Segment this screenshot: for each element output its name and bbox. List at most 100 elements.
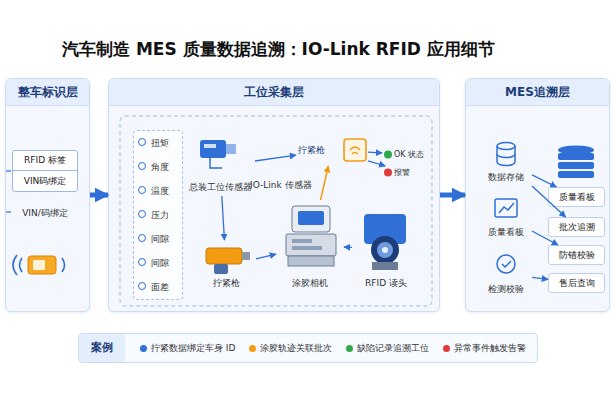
status-item: OK 状态 [382,148,432,161]
controller-icon [350,147,360,150]
legend-dot [346,345,353,352]
device-node: 拧紧枪 [196,240,256,292]
gluing-camera-icon [288,256,334,266]
tag-lead-line [6,211,11,212]
rfid-reader-icon [371,236,399,264]
panel-heading: MES追溯层 [466,79,609,106]
dashboard-icon [499,203,514,213]
function-box: 批次追溯 [548,217,605,237]
device-label: 检测校验 [488,283,524,298]
legend-text: 涂胶轨迹关联批次 [260,342,332,355]
signal-connector [222,196,225,240]
device-label: 数据存储 [488,171,524,186]
tag-lead-line [6,171,11,212]
function-text: 售后查询 [549,274,604,292]
layer-panel: 工位采集层扭矩角度温度压力间隙间隙面差总装工位传感器拧紧枪OK 状态报警涂胶相机… [108,78,440,312]
database-icon [558,153,594,160]
metric-bullet [139,163,146,170]
device-node: 涂胶相机 [276,200,344,292]
rfid-reader-icon [364,214,406,270]
metric-text: 间隙 [134,251,182,275]
device-node: 检测校验 [480,250,532,298]
status-item: 报警 [382,166,432,179]
panel-heading: 工位采集层 [109,79,439,106]
legend-text: 异常事件触发告警 [454,342,526,355]
legend-item: 涂胶轨迹关联批次 [249,342,332,355]
metric-bullet [139,139,146,146]
storage-icon [497,154,515,158]
gluing-camera-icon [286,206,336,266]
status-text: OK 状态 [382,149,424,160]
status-text: 报警 [382,167,410,178]
panel-heading: 整车标识层 [6,79,89,106]
legend-item: 缺陷记录追溯工位 [346,342,429,355]
metric-bullet [139,139,146,290]
metric-text: 温度 [134,179,182,203]
device-label: 拧紧枪 [213,277,240,292]
controller-icon [344,139,366,161]
rfid-tag-icon [20,258,23,272]
metric-text: 角度 [134,155,182,179]
legend-text: 拧紧数据绑定车身 ID [151,342,235,355]
tag-text: RFID 标签 [13,151,77,171]
layer-panel: 整车标识层RFID 标签VIN码绑定 [5,78,90,312]
layer-flow-arrow [440,193,465,198]
device-label: 总装工位传感器 [189,181,252,196]
function-box: 售后查询 [548,273,605,293]
database-icon [558,146,594,155]
layer-flow-arrow [90,193,108,198]
inspection-icon [502,261,511,267]
database-icon [558,171,594,178]
function-text: 质量看板 [549,188,604,206]
case-heading: 案例 [79,334,125,362]
legend-dot [443,345,450,352]
function-box: 防错校验 [548,245,605,265]
rfid-tag-icon [13,255,17,275]
tightening-gun-icon [206,248,250,274]
signal-connector [344,246,352,248]
rfid-reader-icon [377,242,393,258]
database-icon [558,162,594,169]
signal-connector [532,231,558,245]
inspection-icon [497,255,515,273]
dashboard-icon [495,199,517,217]
metric-bullet [139,283,146,290]
device-node: RFID 读头 [352,205,420,292]
controller-icon [344,139,366,161]
signal-connector [532,186,566,217]
legend-item: 拧紧数据绑定车身 ID [140,342,235,355]
station-frame [120,116,432,306]
signal-connector [532,175,556,187]
rfid-reader-icon [382,247,388,253]
binding-note: VIN/码绑定 [12,207,78,220]
signal-connector [368,161,385,166]
legend-dot [140,345,147,352]
gluing-camera-icon [286,234,336,256]
storage-icon [497,143,515,166]
metric-bullet [139,187,146,194]
controller-node: 拧紧枪 [296,134,368,166]
device-node: 总装工位传感器 [185,136,255,196]
sensor-icon [200,140,226,158]
controller-label: 拧紧枪 [296,144,325,157]
rfid-tag-icon [28,256,56,274]
dashboard-icon [495,199,517,217]
storage-icon [497,143,515,150]
signal-connector [256,254,276,259]
metric-text: 间隙 [134,227,182,251]
sensor-icon [204,144,216,148]
sensor-icon [226,144,236,154]
device-label: RFID 读头 [365,277,407,292]
rfid-tag-icon [13,255,65,275]
signal-connector [532,277,548,279]
status-dot-alarm [384,169,392,177]
database-icon [558,146,594,179]
rfid-tag-icon [62,258,65,272]
diagram-title: 汽车制造 MES 质量数据追溯：IO-Link RFID 应用细节 [62,38,495,61]
inspection-icon [497,255,515,273]
device-label: 涂胶相机 [292,277,328,292]
gluing-camera-icon [292,239,312,243]
metric-text: 压力 [134,203,182,227]
layer-panel: MES追溯层数据存储质量看板检测校验质量看板批次追溯防错校验售后查询 [465,78,610,312]
signal-connector [255,155,296,161]
